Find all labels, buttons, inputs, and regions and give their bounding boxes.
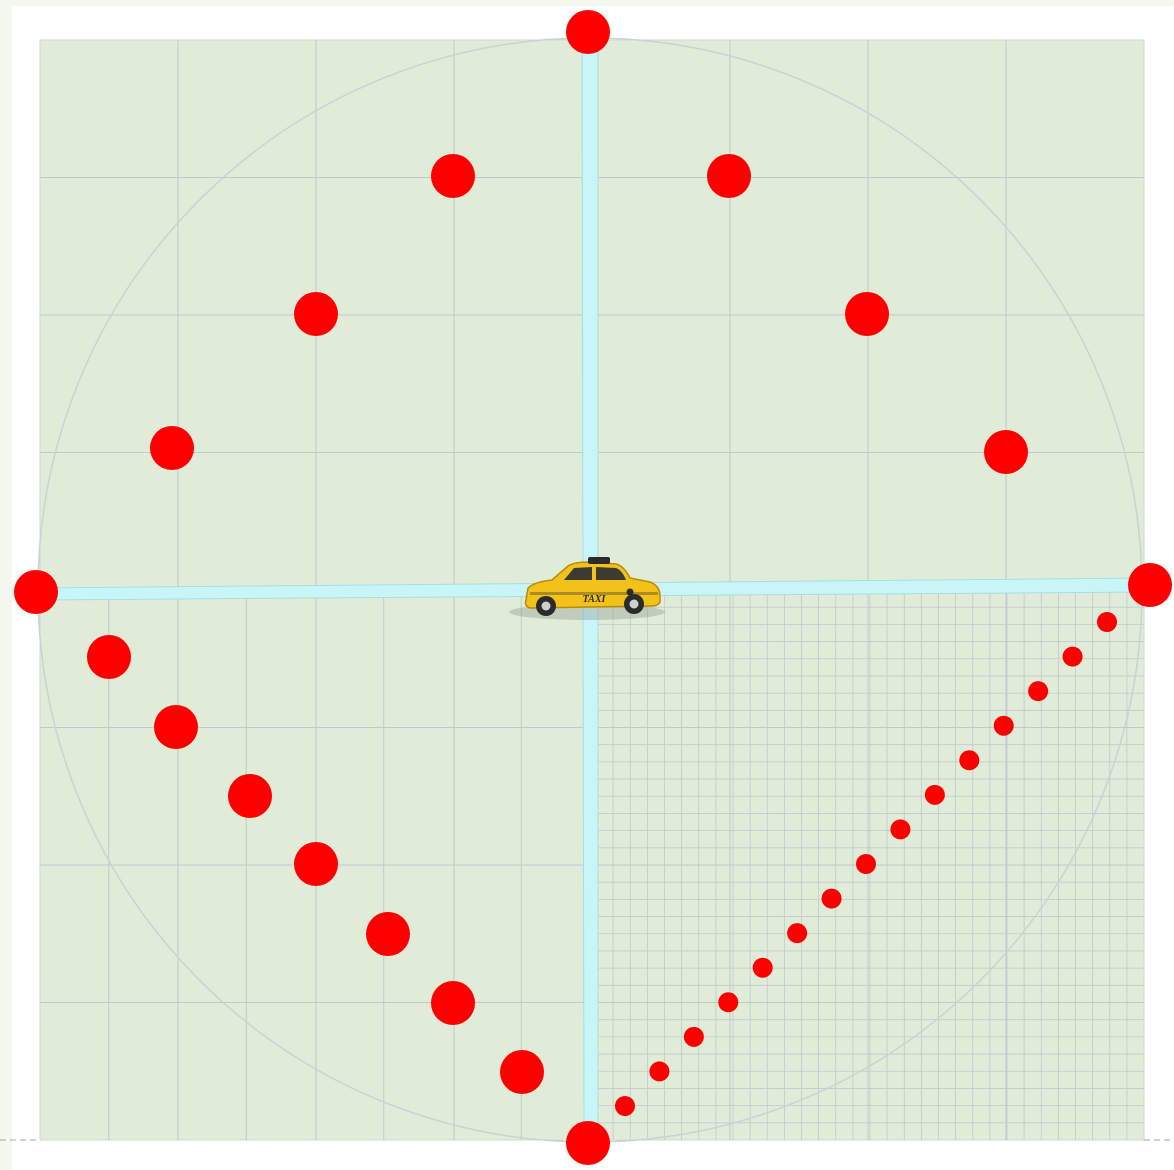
point-circle-large bbox=[294, 292, 338, 336]
point-circle-large bbox=[14, 570, 58, 614]
point-fine-diagonal bbox=[994, 716, 1014, 736]
point-fine-diagonal bbox=[753, 958, 773, 978]
taxi-badge bbox=[627, 589, 634, 596]
point-circle-large bbox=[566, 10, 610, 54]
taxi-door-label: TAXI bbox=[583, 594, 607, 605]
point-diamond-edge bbox=[154, 705, 198, 749]
point-fine-diagonal bbox=[787, 923, 807, 943]
point-circle-large bbox=[984, 430, 1028, 474]
point-fine-diagonal bbox=[1063, 647, 1083, 667]
point-fine-diagonal bbox=[925, 785, 945, 805]
point-circle-large bbox=[431, 154, 475, 198]
point-fine-diagonal bbox=[822, 889, 842, 909]
point-diamond-edge bbox=[431, 981, 475, 1025]
point-diamond-edge bbox=[366, 912, 410, 956]
frame-strip-top bbox=[0, 0, 1174, 6]
point-circle-large bbox=[707, 154, 751, 198]
point-fine-diagonal bbox=[684, 1027, 704, 1047]
point-fine-diagonal bbox=[856, 854, 876, 874]
taxi-hubcap-rear bbox=[630, 600, 639, 609]
point-diamond-edge bbox=[500, 1050, 544, 1094]
taxi-roof-sign bbox=[588, 557, 610, 564]
point-fine-diagonal bbox=[1028, 681, 1048, 701]
point-fine-diagonal bbox=[959, 750, 979, 770]
point-fine-diagonal bbox=[718, 992, 738, 1012]
frame-strip-left bbox=[0, 0, 12, 1170]
taxi-hubcap-front bbox=[542, 602, 551, 611]
point-diamond-edge bbox=[566, 1121, 610, 1165]
point-diamond-edge bbox=[87, 635, 131, 679]
point-circle-large bbox=[845, 292, 889, 336]
point-diamond-edge bbox=[228, 774, 272, 818]
point-circle-large bbox=[150, 426, 194, 470]
point-circle-large bbox=[1128, 563, 1172, 607]
point-fine-diagonal bbox=[890, 819, 910, 839]
point-fine-diagonal bbox=[615, 1096, 635, 1116]
point-diamond-edge bbox=[294, 842, 338, 886]
point-fine-diagonal bbox=[649, 1061, 669, 1081]
point-fine-diagonal bbox=[1097, 612, 1117, 632]
